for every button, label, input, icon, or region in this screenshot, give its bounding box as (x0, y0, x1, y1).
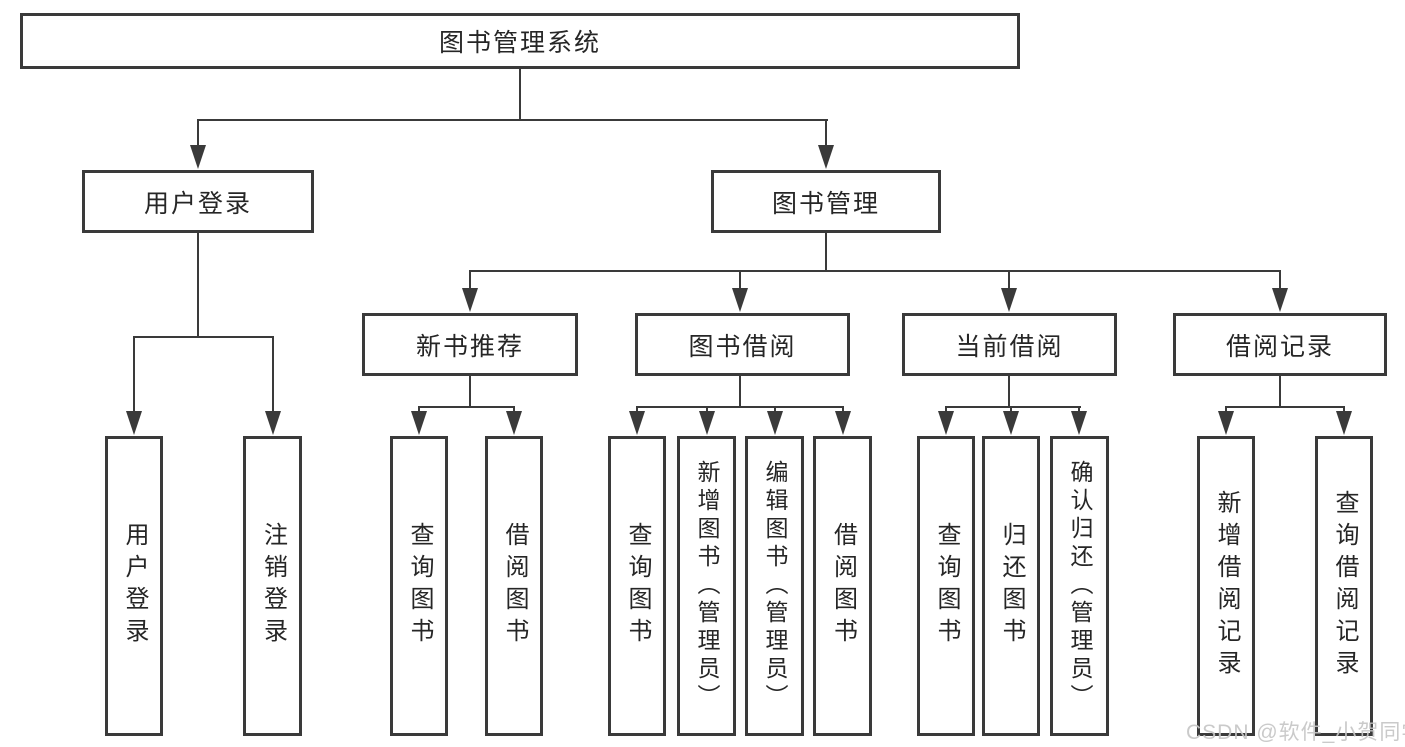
leaf-query-borrow-record: 查询借阅记录 (1315, 436, 1373, 736)
leaf-query-books-borrowing: 查询图书 (608, 436, 666, 736)
leaf-return-books: 归还图书 (982, 436, 1040, 736)
arrow-down-icon (629, 411, 645, 435)
arrow-down-icon (411, 411, 427, 435)
connector-line (774, 406, 776, 412)
node-current-borrowing: 当前借阅 (902, 313, 1117, 376)
node-new-book-recommendation: 新书推荐 (362, 313, 578, 376)
connector-line (842, 406, 844, 412)
leaf-confirm-return-admin: 确认归还（管理员） (1050, 436, 1109, 736)
node-book-borrowing: 图书借阅 (635, 313, 850, 376)
connector-line (1225, 406, 1345, 408)
connector-line (513, 406, 515, 412)
leaf-borrow-books-recommend: 借阅图书 (485, 436, 543, 736)
connector-line (1279, 376, 1281, 406)
connector-line (945, 406, 1081, 408)
arrow-down-icon (699, 411, 715, 435)
arrow-down-icon (1071, 411, 1087, 435)
connector-line (197, 233, 199, 336)
watermark: CSDN @软件_小贺同学 (1186, 721, 1405, 744)
connector-line (636, 406, 638, 412)
connector-line (1008, 270, 1010, 289)
connector-line (1343, 406, 1345, 412)
arrow-down-icon (1272, 288, 1288, 312)
leaf-user-login: 用户登录 (105, 436, 163, 736)
arrow-down-icon (732, 288, 748, 312)
connector-line (739, 270, 741, 289)
arrow-down-icon (767, 411, 783, 435)
arrow-down-icon (835, 411, 851, 435)
arrow-down-icon (1003, 411, 1019, 435)
connector-line (418, 406, 420, 412)
leaf-add-books-admin: 新增图书（管理员） (677, 436, 736, 736)
leaf-borrow-books-borrowing: 借阅图书 (813, 436, 872, 736)
leaf-edit-books-admin: 编辑图书（管理员） (745, 436, 804, 736)
connector-line (945, 406, 947, 412)
connector-line (272, 336, 274, 412)
arrow-down-icon (462, 288, 478, 312)
arrow-down-icon (1336, 411, 1352, 435)
arrow-down-icon (1218, 411, 1234, 435)
leaf-query-books-recommend: 查询图书 (390, 436, 448, 736)
connector-line (519, 69, 521, 119)
connector-line (197, 119, 828, 121)
arrow-down-icon (190, 145, 206, 169)
connector-line (1010, 406, 1012, 412)
arrow-down-icon (265, 411, 281, 435)
connector-line (133, 336, 274, 338)
connector-line (1225, 406, 1227, 412)
leaf-add-borrow-record: 新增借阅记录 (1197, 436, 1255, 736)
node-library-system: 图书管理系统 (20, 13, 1020, 69)
connector-line (469, 270, 1281, 272)
connector-line (418, 406, 515, 408)
arrow-down-icon (818, 145, 834, 169)
connector-line (197, 119, 199, 147)
connector-line (825, 119, 827, 147)
connector-line (469, 376, 471, 406)
connector-line (1279, 270, 1281, 289)
leaf-logout: 注销登录 (243, 436, 302, 736)
connector-line (706, 406, 708, 412)
node-borrowing-records: 借阅记录 (1173, 313, 1387, 376)
arrow-down-icon (938, 411, 954, 435)
connector-line (1008, 376, 1010, 406)
connector-line (133, 336, 135, 412)
arrow-down-icon (1001, 288, 1017, 312)
connector-line (825, 233, 827, 270)
connector-line (469, 270, 471, 289)
leaf-query-books-current: 查询图书 (917, 436, 975, 736)
arrow-down-icon (126, 411, 142, 435)
node-user-login: 用户登录 (82, 170, 314, 233)
node-book-management: 图书管理 (711, 170, 941, 233)
connector-line (739, 376, 741, 406)
connector-line (1078, 406, 1080, 412)
arrow-down-icon (506, 411, 522, 435)
connector-line (636, 406, 844, 408)
